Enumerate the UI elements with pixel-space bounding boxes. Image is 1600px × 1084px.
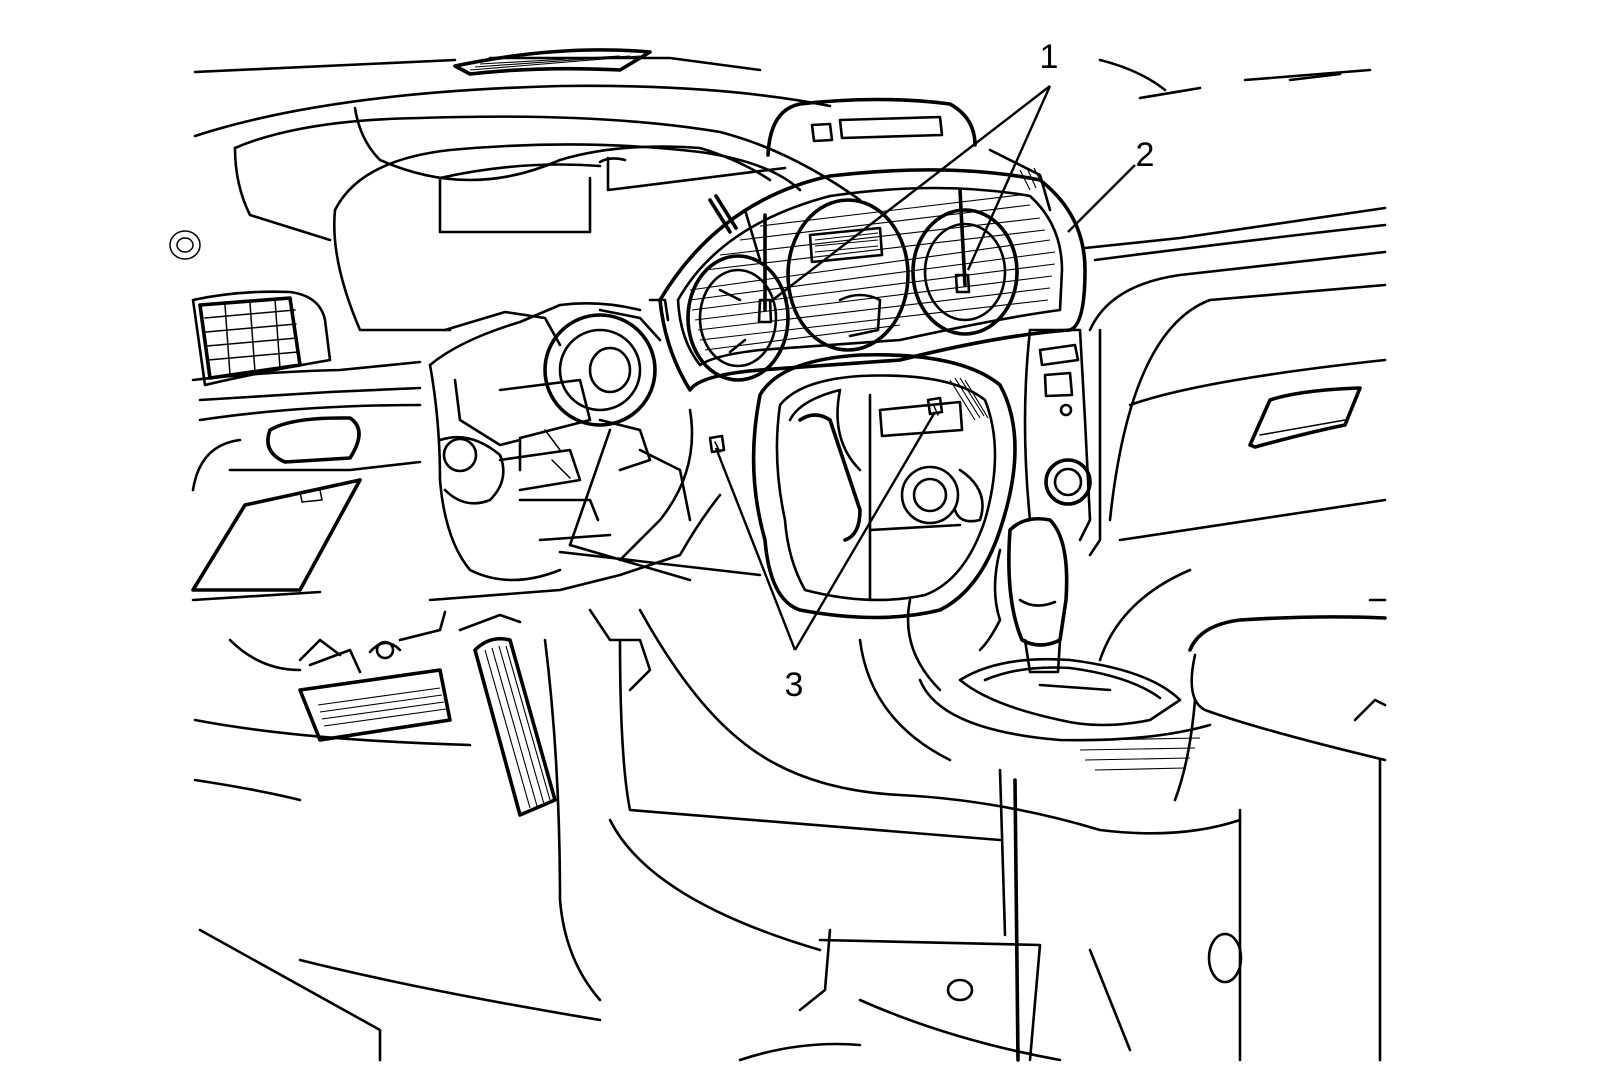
callout-label-2: 2 (1136, 136, 1155, 174)
leader-1a (769, 85, 1051, 303)
cluster-display-area (333, 143, 802, 332)
upper-dashboard (169, 48, 1372, 260)
left-dash-trim (191, 360, 422, 602)
pedals (193, 608, 652, 1062)
callout-leaders (714, 85, 1136, 651)
instrument-cluster-bezel (658, 168, 1087, 392)
steering-wheel-opening (708, 352, 1017, 620)
leader-1b (966, 85, 1052, 271)
center-stack (1023, 328, 1102, 557)
leader-3b (793, 411, 937, 651)
floor-console (543, 608, 1242, 1062)
center-top-vent (766, 97, 1052, 212)
callout-label-1: 1 (1040, 38, 1059, 76)
leader-3a (714, 447, 797, 651)
shifter-console (906, 516, 1212, 771)
lower-knee-bolster (428, 408, 762, 602)
steering-column-assembly (428, 298, 692, 582)
center-armrest (1173, 598, 1387, 1062)
callout-label-3: 3 (785, 666, 804, 704)
leader-2 (1067, 164, 1136, 233)
right-dashboard (1083, 206, 1387, 662)
